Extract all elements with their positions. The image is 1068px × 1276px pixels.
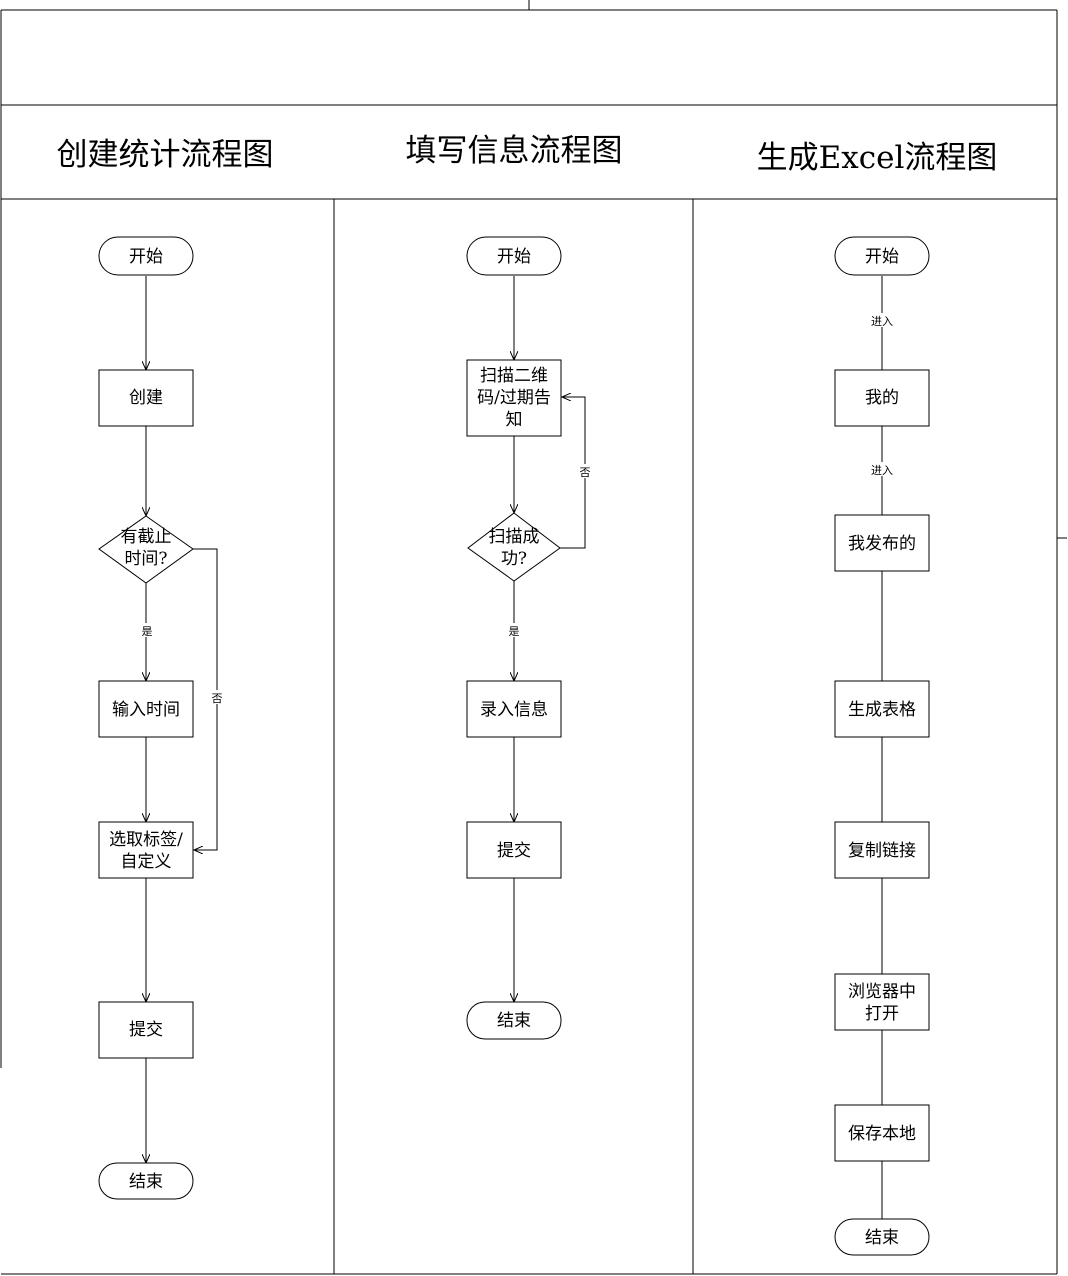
node-open-in-browser-line2: 打开 bbox=[865, 1004, 899, 1024]
node-end-label: 结束 bbox=[497, 1011, 531, 1031]
node-select-tags bbox=[98, 821, 194, 879]
node-input-time-label: 输入时间 bbox=[112, 700, 180, 720]
node-end-label: 结束 bbox=[865, 1228, 899, 1248]
edge-label-enter: 进入 bbox=[871, 464, 893, 477]
node-my-published-label: 我发布的 bbox=[848, 534, 916, 554]
node-end-label: 结束 bbox=[129, 1172, 163, 1192]
node-create bbox=[98, 369, 194, 427]
decision-scan-success bbox=[467, 512, 561, 582]
node-start-label: 开始 bbox=[865, 247, 899, 267]
decision-deadline bbox=[98, 515, 194, 584]
node-start bbox=[98, 236, 194, 276]
node-scan-qr-line2: 码/过期告 bbox=[477, 388, 551, 408]
node-create-label: 创建 bbox=[129, 388, 163, 408]
edge-label-yes: 是 bbox=[142, 625, 153, 638]
node-copy-link-label: 复制链接 bbox=[848, 841, 916, 861]
lane-title-create: 创建统计流程图 bbox=[57, 137, 274, 173]
node-enter-info bbox=[466, 680, 562, 738]
lane-title-fill: 填写信息流程图 bbox=[406, 133, 623, 169]
node-generate-table-label: 生成表格 bbox=[848, 700, 916, 720]
node-save-local-label: 保存本地 bbox=[848, 1124, 916, 1144]
edge-label-no: 否 bbox=[580, 466, 591, 479]
node-scan-qr-line3: 知 bbox=[506, 410, 523, 430]
node-open-in-browser-line1: 浏览器中 bbox=[848, 982, 916, 1002]
decision-scan-success-line1: 扫描成 bbox=[489, 527, 540, 547]
decision-scan-success-line2: 功? bbox=[501, 549, 527, 569]
node-generate-table bbox=[834, 680, 930, 738]
decision-deadline-line2: 时间? bbox=[124, 549, 167, 569]
lane-create: 开始 创建 有截止 时间? 输入时间 选取标签/ 自定义 提交 结束 是 否 bbox=[98, 236, 225, 1200]
node-start bbox=[466, 236, 562, 276]
node-mine-label: 我的 bbox=[865, 388, 899, 408]
lane-title-excel: 生成Excel流程图 bbox=[757, 140, 998, 176]
node-input-time bbox=[98, 680, 194, 738]
node-open-in-browser bbox=[834, 973, 930, 1031]
decision-deadline-line1: 有截止 bbox=[121, 527, 172, 547]
node-start-label: 开始 bbox=[497, 247, 531, 267]
node-submit bbox=[98, 1001, 194, 1059]
node-end bbox=[98, 1162, 194, 1200]
lane-fill: 开始 扫描二维 码/过期告 知 扫描成 功? 录入信息 提交 结束 是 否 bbox=[466, 236, 593, 1040]
node-end bbox=[466, 1001, 562, 1040]
node-submit-label: 提交 bbox=[129, 1020, 163, 1040]
node-copy-link bbox=[834, 821, 930, 879]
lane-excel: 开始 我的 我发布的 生成表格 复制链接 浏览器中 打开 保存本地 结束 进入 … bbox=[834, 236, 930, 1256]
edge-label-no: 否 bbox=[212, 692, 223, 705]
edge-label-yes: 是 bbox=[509, 625, 520, 638]
node-mine bbox=[834, 369, 930, 427]
node-enter-info-label: 录入信息 bbox=[480, 700, 548, 720]
node-select-tags-line1: 选取标签/ bbox=[109, 830, 183, 850]
node-start-label: 开始 bbox=[129, 247, 163, 267]
node-end bbox=[834, 1218, 930, 1256]
edge-label-enter: 进入 bbox=[871, 315, 893, 328]
node-start bbox=[834, 236, 930, 276]
node-scan-qr-line1: 扫描二维 bbox=[480, 366, 548, 386]
node-submit-label: 提交 bbox=[497, 841, 531, 861]
node-save-local bbox=[834, 1104, 930, 1162]
node-scan-qr bbox=[466, 359, 562, 437]
node-my-published bbox=[834, 514, 930, 572]
node-submit bbox=[466, 821, 562, 879]
node-select-tags-line2: 自定义 bbox=[121, 852, 172, 872]
